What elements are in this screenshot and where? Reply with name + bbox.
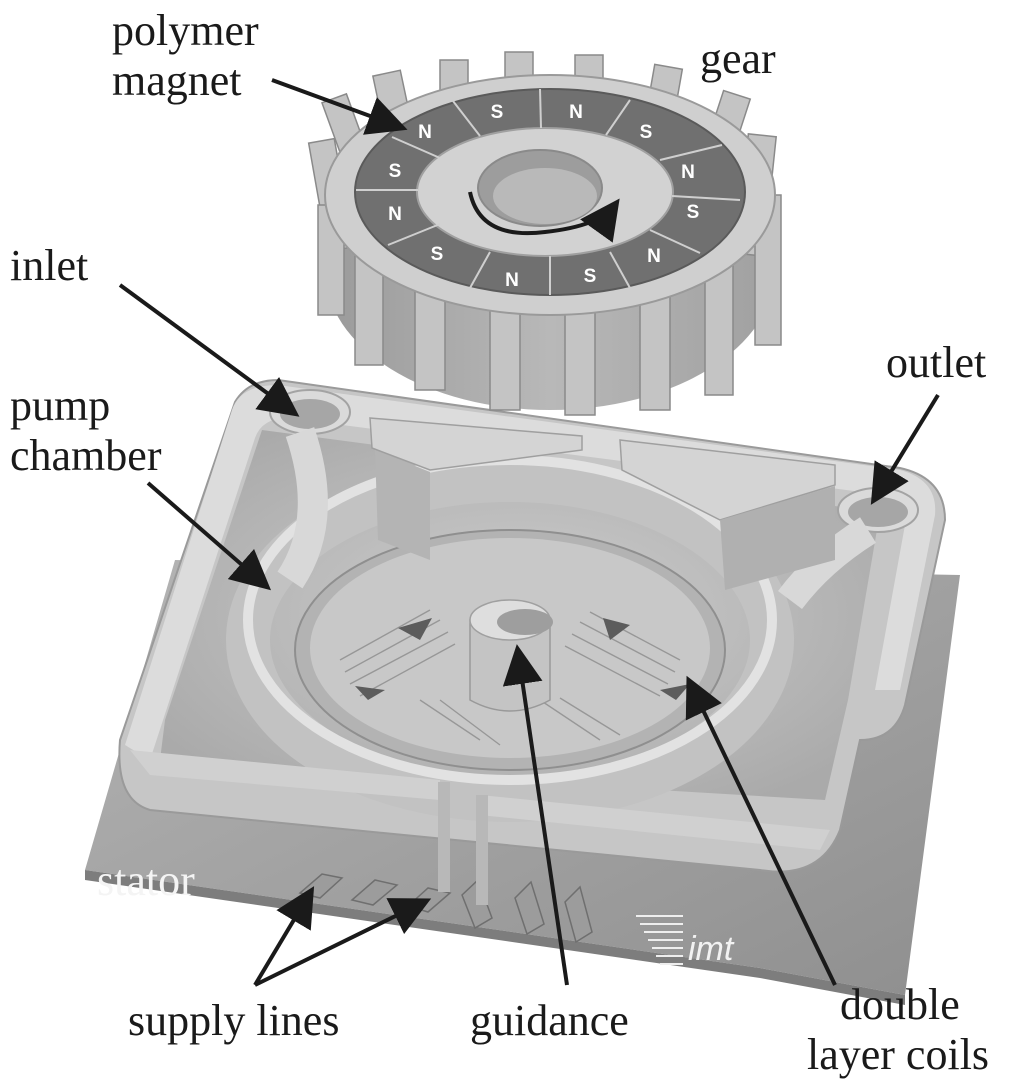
magnet-pole: N xyxy=(505,270,519,291)
arrow-pump-chamber xyxy=(146,481,272,591)
label-inlet: inlet xyxy=(10,241,89,290)
label-outlet: outlet xyxy=(886,338,987,387)
magnet-pole: N xyxy=(388,204,402,225)
magnet-pole: N xyxy=(647,246,661,267)
imt-logo: imt xyxy=(636,915,735,968)
label-stator: stator xyxy=(97,856,195,905)
label-double-layer-coils-line2: layer coils xyxy=(807,1030,990,1079)
arrow-guidance xyxy=(502,644,569,986)
label-gear: gear xyxy=(700,34,776,83)
arrow-outlet xyxy=(870,393,940,505)
label-double-layer-coils-line1: double xyxy=(840,980,960,1029)
arrow-polymer-magnet xyxy=(271,78,408,135)
imt-logo-text: imt xyxy=(688,930,735,968)
label-polymer-magnet-line2: magnet xyxy=(112,56,242,105)
gear: S N S N S N S N S N S N xyxy=(307,51,782,416)
magnet-pole: N xyxy=(569,102,583,123)
leader-arrows xyxy=(118,78,940,987)
label-supply-lines: supply lines xyxy=(128,996,340,1045)
arrow-supply-lines-left xyxy=(253,886,315,987)
magnet-pole: S xyxy=(584,266,597,287)
label-pump-chamber-line2: chamber xyxy=(10,431,162,480)
magnet-pole: S xyxy=(431,244,444,265)
arrow-double-layer-coils xyxy=(685,675,837,986)
arrow-supply-lines-right xyxy=(254,898,432,987)
magnet-pole: S xyxy=(389,161,402,182)
magnet-pole: S xyxy=(687,202,700,223)
magnet-pole: S xyxy=(640,122,653,143)
magnet-pole: N xyxy=(681,162,695,183)
magnet-pole: S xyxy=(491,102,504,123)
arrow-inlet xyxy=(118,283,300,417)
label-polymer-magnet-line1: polymer xyxy=(112,6,259,55)
magnet-segment-lines xyxy=(356,88,741,295)
label-pump-chamber-line1: pump xyxy=(10,381,111,430)
label-guidance: guidance xyxy=(470,996,629,1045)
magnet-pole: N xyxy=(418,122,432,143)
